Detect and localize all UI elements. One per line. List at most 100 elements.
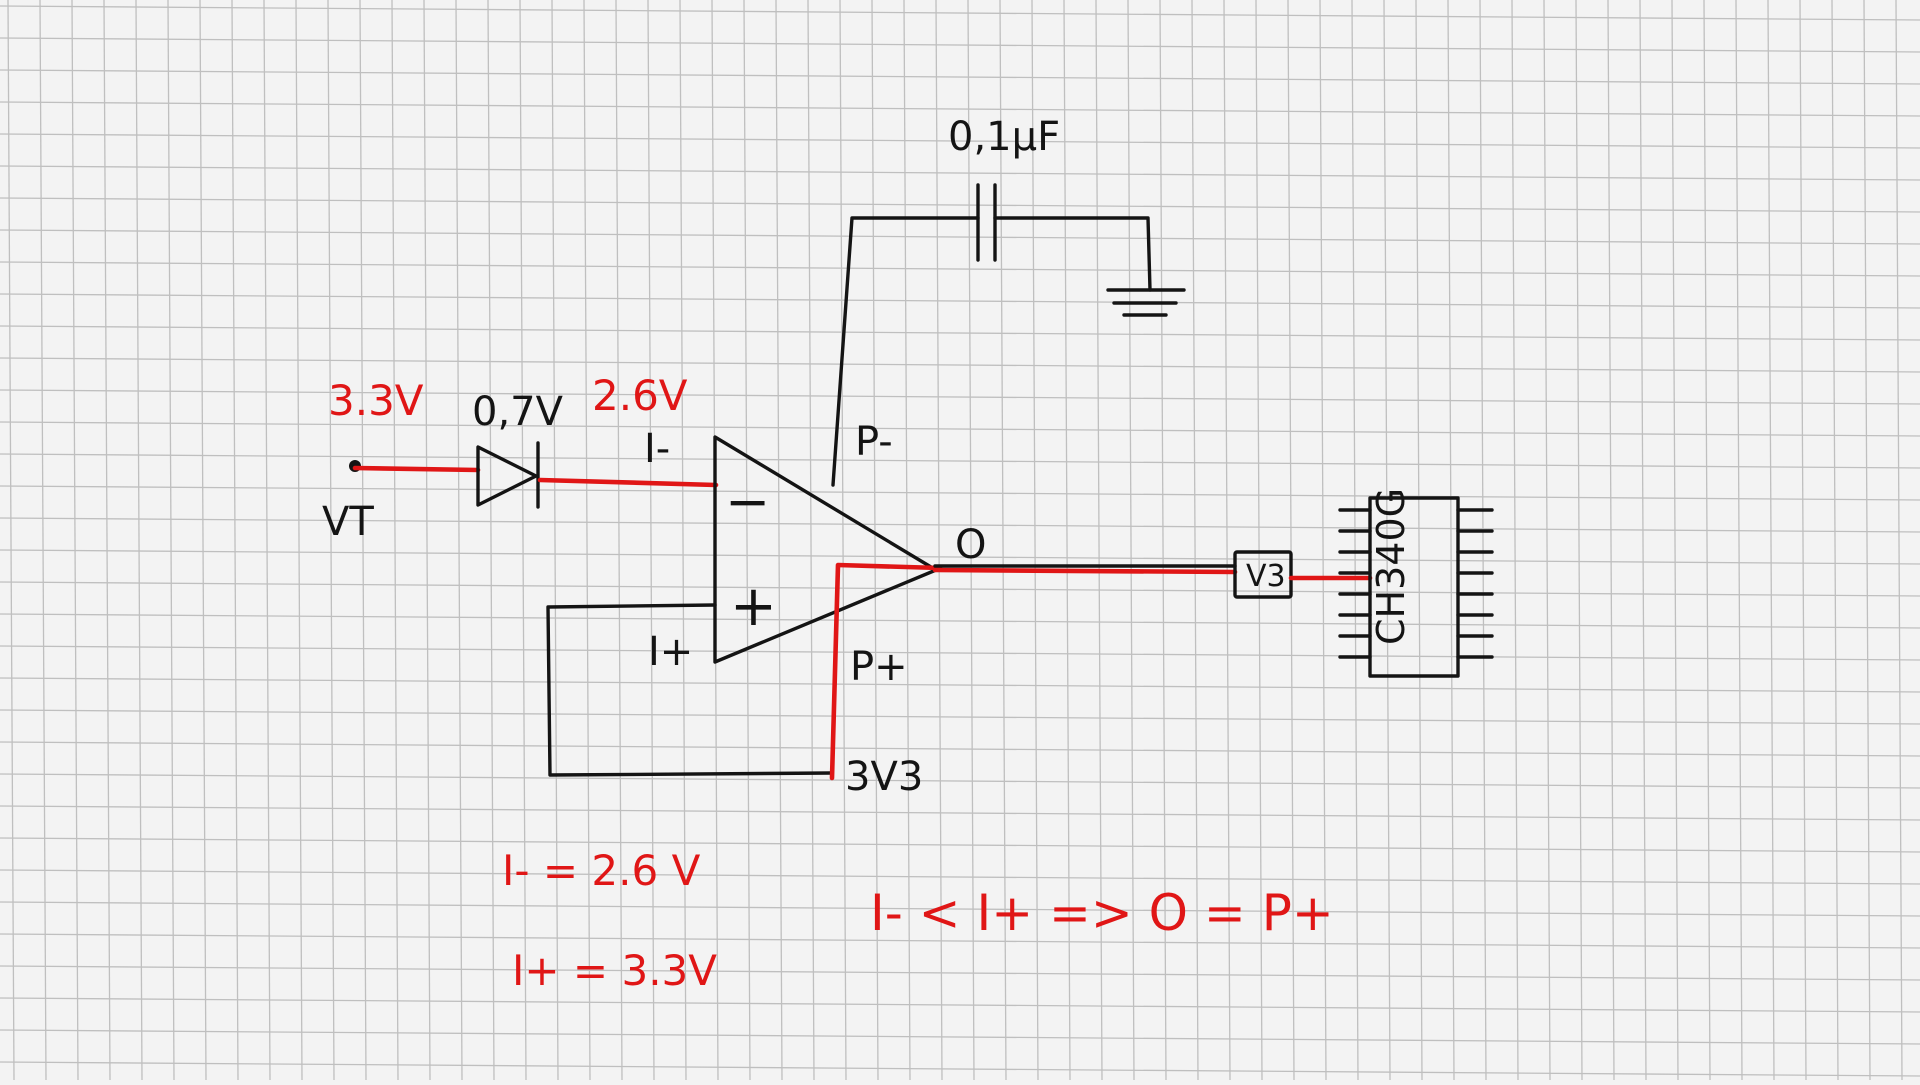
- ch340g-chip: [1368, 496, 1460, 678]
- input-node-label: VT: [322, 499, 374, 545]
- chip-name-label: CH340G: [1369, 488, 1413, 645]
- grid-line-vertical: [647, 0, 655, 1081]
- grid-line-vertical: [1287, 0, 1295, 1081]
- equations: I- = 2.6 V I+ = 3.3V I- < I+ => O = P+: [502, 846, 1334, 995]
- grid-line-vertical: [1671, 0, 1679, 1081]
- grid-line-vertical: [1639, 0, 1647, 1081]
- grid-line-horizontal: [0, 741, 1920, 757]
- output-label: O: [955, 522, 986, 568]
- input-section: 3.3V 0,7V 2.6V VT: [322, 371, 719, 545]
- grid-line-horizontal: [0, 581, 1920, 597]
- grid-line-horizontal: [0, 101, 1920, 117]
- equation-i-plus: I+ = 3.3V: [512, 946, 717, 995]
- grid-line-vertical: [327, 0, 335, 1081]
- grid-line-vertical: [967, 0, 975, 1081]
- grid-line-horizontal: [0, 37, 1920, 53]
- grid-line-horizontal: [0, 229, 1920, 245]
- grid-line-vertical: [1863, 0, 1871, 1081]
- grid-line-vertical: [71, 0, 79, 1081]
- grid-line-vertical: [807, 0, 815, 1081]
- grid-line-horizontal: [0, 485, 1920, 501]
- grid-line-horizontal: [0, 837, 1920, 853]
- supply-rail-label: 3V3: [845, 754, 923, 800]
- grid-line-horizontal: [0, 261, 1920, 277]
- grid-line-vertical: [1767, 0, 1775, 1081]
- grid-line-horizontal: [0, 709, 1920, 725]
- grid-line-vertical: [263, 0, 271, 1081]
- input-wire-red: [352, 465, 481, 473]
- grid-line-vertical: [1063, 0, 1071, 1081]
- grid-line-vertical: [1607, 0, 1615, 1081]
- grid-line-vertical: [1575, 0, 1583, 1081]
- grid-line-vertical: [679, 0, 687, 1081]
- grid-line-vertical: [519, 0, 527, 1081]
- grid-line-vertical: [391, 0, 399, 1081]
- grid-line-horizontal: [0, 517, 1920, 533]
- grid-line-vertical: [871, 0, 879, 1081]
- grid-line-vertical: [1383, 0, 1391, 1081]
- noninverting-feedback-wire: [546, 603, 834, 777]
- grid-line-vertical: [487, 0, 495, 1081]
- grid-line-vertical: [1191, 0, 1199, 1081]
- diode-to-opamp-wire-red: [537, 477, 719, 488]
- grid-line-vertical: [1735, 0, 1743, 1081]
- grid-line-vertical: [39, 0, 47, 1081]
- diode-drop-label: 0,7V: [472, 389, 564, 435]
- grid-line-vertical: [1255, 0, 1263, 1081]
- output-wire-red: [932, 567, 1238, 575]
- grid-line-horizontal: [0, 293, 1920, 309]
- grid-line-horizontal: [0, 357, 1920, 373]
- grid-line-horizontal: [0, 997, 1920, 1013]
- grid-line-vertical: [1479, 0, 1487, 1081]
- grid-line-horizontal: [0, 1029, 1920, 1045]
- grid-line-horizontal: [0, 613, 1920, 629]
- grid-line-vertical: [423, 0, 431, 1081]
- grid-line-vertical: [1831, 0, 1839, 1081]
- capacitor-value-label: 0,1µF: [948, 114, 1060, 160]
- grid-line-vertical: [903, 0, 911, 1081]
- noninverting-input-label: I+: [648, 629, 693, 675]
- grid-line-horizontal: [0, 197, 1920, 213]
- grid-line-vertical: [1895, 0, 1903, 1081]
- grid-line-vertical: [1223, 0, 1231, 1081]
- v3-box-label: V3: [1246, 559, 1286, 594]
- grid-line-horizontal: [0, 69, 1920, 85]
- grid-line-horizontal: [0, 165, 1920, 181]
- grid-line-horizontal: [0, 773, 1920, 789]
- grid-line-horizontal: [0, 1061, 1920, 1077]
- equation-conclusion: I- < I+ => O = P+: [870, 884, 1334, 942]
- grid-line-horizontal: [0, 869, 1920, 885]
- p-minus-wire: [831, 216, 980, 487]
- grid-line-vertical: [1799, 0, 1807, 1081]
- grid-line-horizontal: [0, 5, 1920, 21]
- grid-line-horizontal: [0, 453, 1920, 469]
- input-voltage-label: 3.3V: [328, 376, 424, 425]
- grid-line-horizontal: [0, 805, 1920, 821]
- grid-line-vertical: [1415, 0, 1423, 1081]
- grid-line-vertical: [743, 0, 751, 1081]
- grid-line-vertical: [167, 0, 175, 1081]
- grid-line-horizontal: [0, 677, 1920, 693]
- grid-line-horizontal: [0, 133, 1920, 149]
- grid-line-vertical: [359, 0, 367, 1081]
- grid-line-vertical: [999, 0, 1007, 1081]
- op-amp-triangle: [713, 435, 938, 664]
- grid-line-vertical: [1511, 0, 1519, 1081]
- grid-line-horizontal: [0, 933, 1920, 949]
- capacitor-ground-wire: [993, 216, 1152, 292]
- inverting-sign: −: [725, 470, 770, 533]
- output-section: V3 CH340G: [932, 488, 1494, 678]
- grid-line-horizontal: [0, 325, 1920, 341]
- grid-line-vertical: [1127, 0, 1135, 1081]
- noninverting-sign: +: [730, 574, 777, 639]
- after-diode-voltage-label: 2.6V: [592, 371, 688, 420]
- equation-i-minus: I- = 2.6 V: [502, 846, 701, 895]
- grid-line-horizontal: [0, 901, 1920, 917]
- grid-line-vertical: [231, 0, 239, 1081]
- capacitor-branch: 0,1µF: [831, 114, 1186, 487]
- grid-line-vertical: [1095, 0, 1103, 1081]
- grid-line-vertical: [7, 0, 15, 1081]
